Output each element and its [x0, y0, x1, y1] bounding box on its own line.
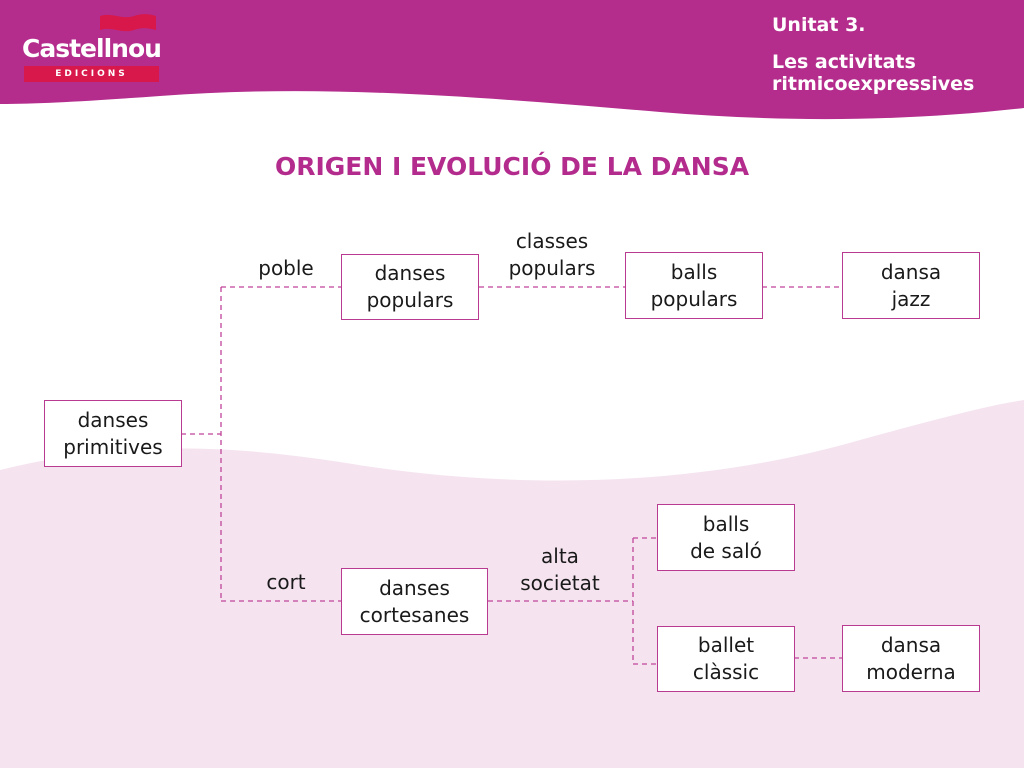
node-dansa-jazz: dansa jazz	[842, 252, 980, 319]
node-danses-cortesanes: danses cortesanes	[341, 568, 488, 635]
label-classes-populars: classes populars	[508, 229, 596, 280]
label-cort: cort	[266, 570, 306, 594]
header-band	[0, 0, 1024, 120]
node-ballet-classic: ballet clàssic	[657, 626, 795, 692]
logo-wordmark: Castellnou	[22, 34, 162, 63]
page-title: ORIGEN I EVOLUCIÓ DE LA DANSA	[274, 152, 750, 181]
logo-subtext: EDICIONS	[24, 66, 159, 82]
unit-subtitle: Les activitats ritmicoexpressives	[772, 51, 975, 95]
unit-title: Unitat 3.	[772, 14, 866, 36]
castellnou-logo: Castellnou EDICIONS	[22, 8, 162, 82]
node-balls-populars: balls populars	[625, 252, 763, 319]
node-danses-primitives: danses primitives	[44, 400, 182, 467]
label-poble: poble	[258, 256, 314, 280]
label-alta-societat: alta societat	[520, 544, 600, 595]
node-dansa-moderna: dansa moderna	[842, 625, 980, 692]
node-balls-de-salo: balls de saló	[657, 504, 795, 571]
flag-icon	[100, 14, 156, 32]
node-danses-populars: danses populars	[341, 254, 479, 320]
